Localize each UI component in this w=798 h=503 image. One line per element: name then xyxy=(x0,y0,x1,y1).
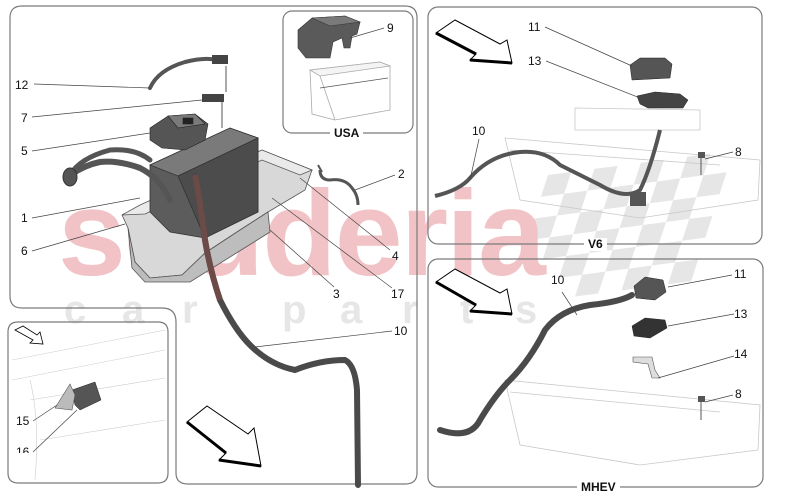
callout-1: 1 xyxy=(21,211,28,225)
battery xyxy=(148,127,260,239)
mhev-cable-10 xyxy=(437,292,635,437)
callout-5: 5 xyxy=(21,144,28,158)
cable-2 xyxy=(318,169,360,206)
v6-bracket xyxy=(630,192,646,206)
cable-1 xyxy=(62,147,173,203)
watermark-sub-r2: r xyxy=(402,288,418,332)
v6-callout-11: 11 xyxy=(528,20,541,34)
callout-2: 2 xyxy=(398,167,405,181)
inset-direction-arrow-icon xyxy=(14,325,44,345)
inset-bracket-15 xyxy=(54,383,76,411)
mhev-callout-8: 8 xyxy=(735,387,742,401)
callout-12: 12 xyxy=(15,78,29,92)
watermark-sub-s: s xyxy=(515,288,538,332)
watermark-sub-c: c xyxy=(64,288,87,332)
v6-part-11 xyxy=(629,57,673,81)
inset-callout-16: 16 xyxy=(16,446,30,453)
inset-callout-15: 15 xyxy=(16,414,30,428)
mhev-caption: MHEV xyxy=(577,481,620,494)
mhev-callout-11: 11 xyxy=(734,267,747,281)
mhev-callout-14: 14 xyxy=(734,347,748,361)
mhev-callout-13: 13 xyxy=(734,307,748,321)
mhev-bolt-8 xyxy=(698,396,705,420)
mhev-callout-10: 10 xyxy=(551,273,565,287)
connector-12 xyxy=(212,55,228,64)
v6-callout-13: 13 xyxy=(528,54,542,68)
v6-callout-10: 10 xyxy=(472,124,486,138)
watermark-sub-a2: a xyxy=(340,288,363,332)
sensor-7 xyxy=(202,66,227,128)
callout-3: 3 xyxy=(333,287,340,301)
callout-10-main: 10 xyxy=(394,324,408,338)
cable-12 xyxy=(148,56,218,90)
mhev-chassis xyxy=(504,379,761,466)
callout-9: 9 xyxy=(387,21,394,35)
v6-bolt-8 xyxy=(698,152,705,175)
v6-caption: V6 xyxy=(584,238,607,251)
mhev-part-13 xyxy=(631,317,668,339)
inset-module-16 xyxy=(71,381,102,411)
callout-6: 6 xyxy=(21,244,28,258)
watermark-sub-p: p xyxy=(282,288,307,332)
callout-7: 7 xyxy=(21,111,28,125)
direction-arrow-icon xyxy=(186,405,262,468)
watermark-sub-a: a xyxy=(122,288,145,332)
mhev-part-11 xyxy=(633,276,667,301)
mhev-bracket-14 xyxy=(632,356,661,379)
v6-direction-arrow-icon xyxy=(435,19,513,65)
usa-caption: USA xyxy=(330,127,364,140)
usa-battery-cover xyxy=(297,15,362,59)
callout-17: 17 xyxy=(391,287,405,301)
module-5 xyxy=(149,113,209,151)
mhev-direction-arrow-icon xyxy=(435,268,513,316)
usa-battery xyxy=(308,61,392,121)
callout-4: 4 xyxy=(392,249,399,263)
main-panel-border xyxy=(9,5,418,485)
v6-cable-10 xyxy=(434,129,662,198)
watermark-sub-r: r xyxy=(182,288,198,332)
v6-callout-8: 8 xyxy=(735,145,742,159)
v6-chassis xyxy=(504,107,761,219)
v6-part-13 xyxy=(636,91,689,109)
inset-panel-border xyxy=(7,321,169,484)
